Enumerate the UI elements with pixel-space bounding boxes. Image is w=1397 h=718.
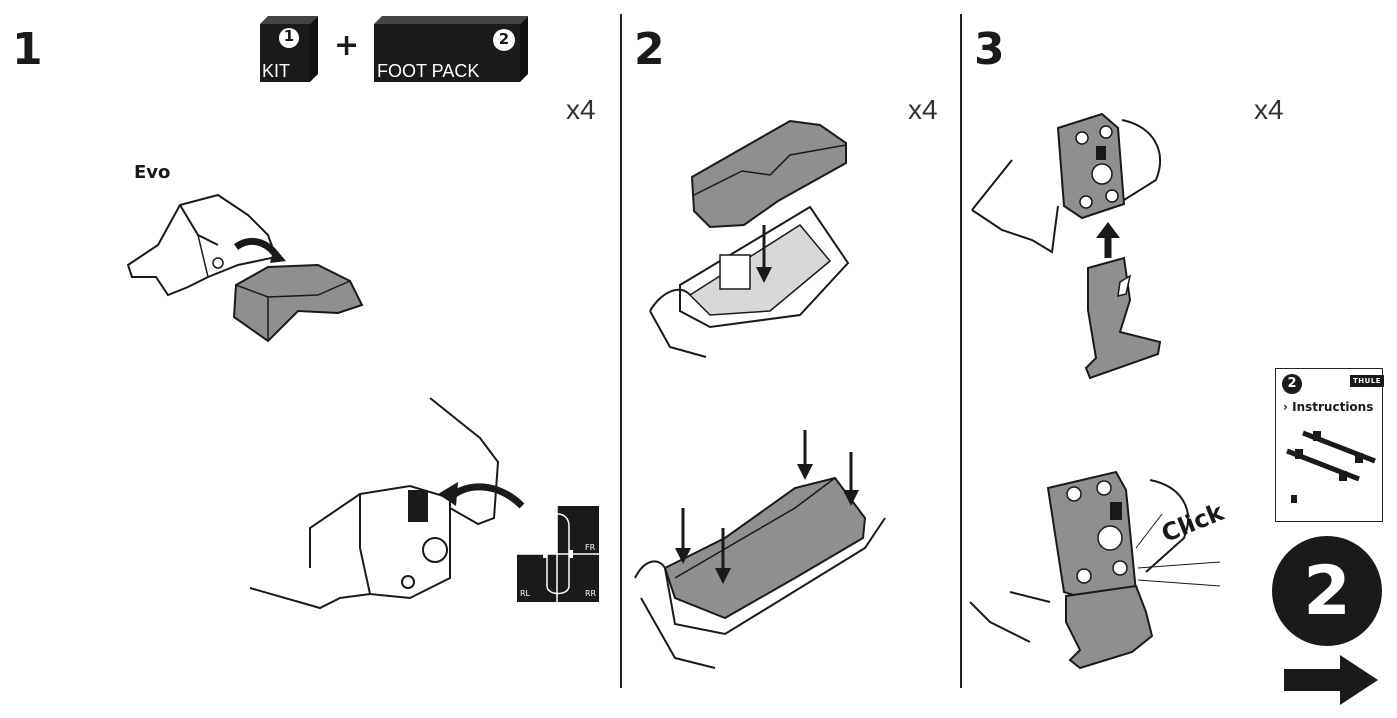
evo-label: Evo [134, 162, 171, 183]
next-step-number-circle: 2 [1272, 536, 1382, 646]
next-booklet-badge: 2 [1282, 374, 1302, 394]
position-fr-label: FR [585, 543, 596, 552]
foot-pack-badge-number: 2 [498, 30, 510, 48]
thule-logo: THULE [1350, 375, 1385, 387]
position-rl-label: RL [520, 589, 531, 598]
step-number-1: 1 [12, 24, 43, 75]
evo-foot-illustration [126, 193, 364, 343]
roof-bars-icon [1286, 430, 1376, 503]
foot-on-roof-illustration [249, 397, 525, 610]
bracket-click-illustration [969, 470, 1221, 670]
step-number-2: 2 [634, 24, 665, 75]
position-rr-label: RR [585, 589, 597, 598]
pad-insertion-illustration [649, 119, 850, 358]
next-arrow-icon [1284, 655, 1378, 705]
kit-label: KIT [262, 61, 291, 81]
divider-right [960, 14, 962, 688]
instructions-label: › Instructions [1283, 400, 1374, 414]
step-1-quantity: x4 [566, 94, 596, 125]
kit-badge-number: 1 [283, 27, 295, 45]
pad-press-illustration [634, 430, 886, 669]
step-2-quantity: x4 [908, 94, 938, 125]
plus-sign: + [334, 28, 360, 63]
car-position-diagram [517, 506, 599, 602]
kit-box-icon [260, 16, 318, 82]
step-3-quantity: x4 [1254, 94, 1284, 125]
foot-pack-box-icon [374, 16, 528, 82]
divider-left [620, 14, 622, 688]
foot-pack-label: FOOT PACK [377, 61, 480, 81]
bracket-attach-illustration [971, 112, 1162, 380]
step-number-3: 3 [974, 24, 1005, 75]
